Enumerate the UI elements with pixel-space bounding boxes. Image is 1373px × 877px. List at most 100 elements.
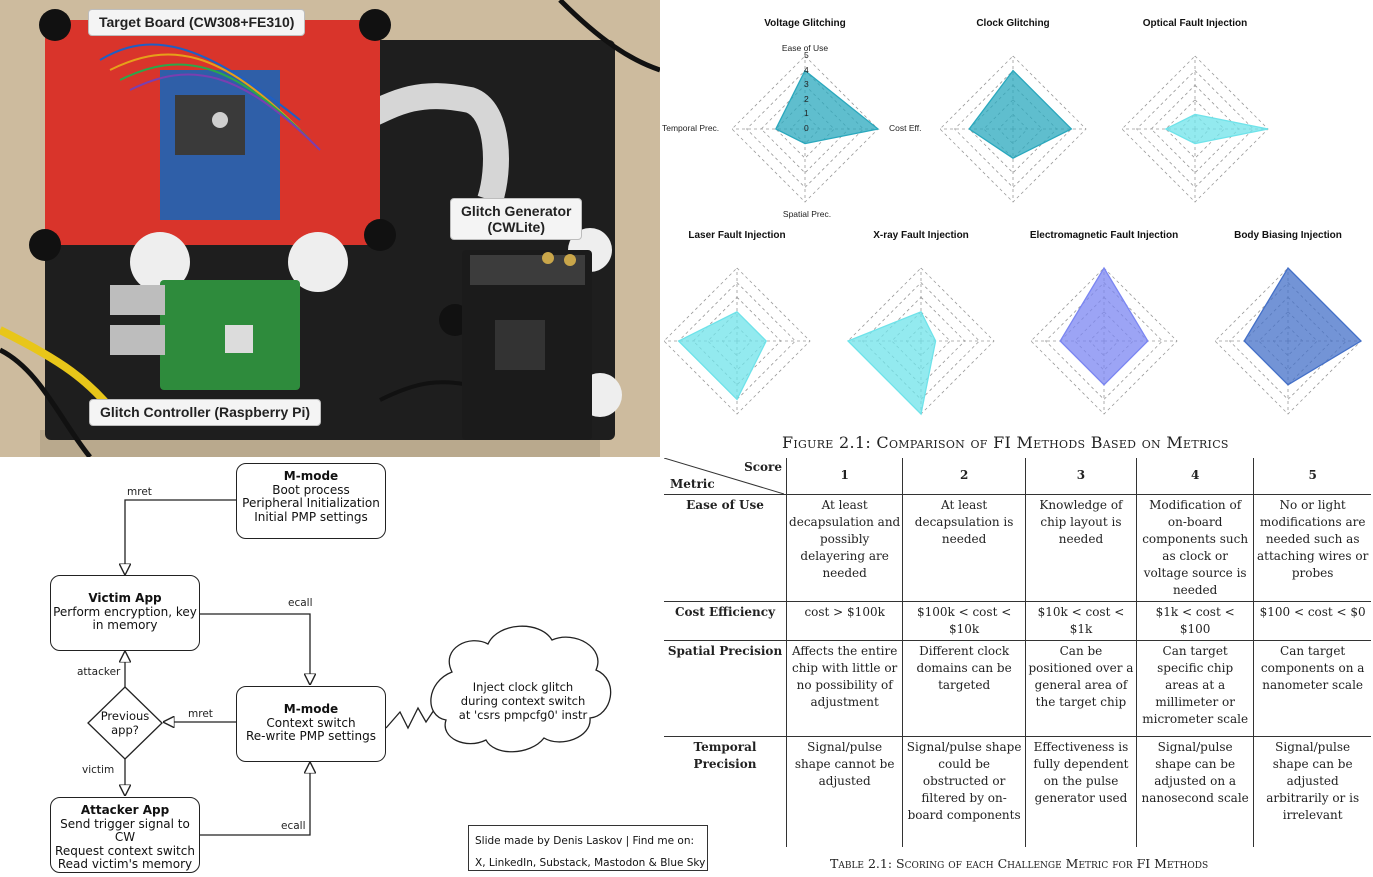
table-row: Ease of Use At least decapsulation and p…: [664, 493, 1371, 602]
decision-text: Previous app?: [88, 709, 162, 737]
hardware-setup-photo: Target Board (CW308+FE310) Glitch Genera…: [0, 0, 660, 457]
table-cell: Affects the entire chip with little or n…: [785, 639, 904, 737]
radar-tick-label: 0: [804, 123, 809, 133]
attacker-app-line: Send trigger signal to CW: [60, 816, 190, 844]
table-cell: Can target specific chip areas at a mill…: [1135, 639, 1255, 737]
table-cell: Signal/pulse shape cannot be adjusted: [785, 735, 904, 847]
table-score-header: 1: [785, 458, 904, 495]
glitch-generator-label-line1: Glitch Generator: [461, 203, 572, 219]
radar-data-polygon: [1243, 266, 1363, 386]
mmode-boot-line: Boot process: [272, 482, 350, 497]
table-cell: At least decapsulation is needed: [902, 493, 1026, 602]
scoring-table: Score Metric 1 2 3 4 5 Ease of Use At le…: [664, 458, 1371, 847]
glitch-cloud: [430, 625, 612, 753]
table-cell: Modification of on-board components such…: [1135, 493, 1255, 602]
table-caption: Table 2.1: Scoring of each Challenge Met…: [830, 856, 1209, 871]
ecall-arrow-bottom: [200, 763, 310, 836]
edge-label-victim: victim: [82, 764, 115, 776]
table-score-header: 3: [1024, 458, 1137, 495]
glitch-generator-label-line2: (CWLite): [487, 219, 545, 235]
mmode-boot-line: Peripheral Initialization: [242, 496, 380, 510]
edge-label-ecall-top: ecall: [288, 597, 313, 609]
attacker-app-title: Attacker App: [80, 803, 170, 817]
mmode-boot-title: M-mode: [283, 469, 339, 483]
edge-label-mret-mid: mret: [188, 708, 213, 720]
target-board-label: Target Board (CW308+FE310): [88, 9, 306, 36]
corner-metric-label: Metric: [670, 476, 715, 491]
radar-tick-label: 2: [804, 93, 809, 104]
table-cell: No or light modifications are needed suc…: [1253, 493, 1371, 602]
mmode-context-title: M-mode: [283, 702, 339, 716]
victim-app-line: in memory: [92, 618, 158, 632]
radar-data-polygon: [1164, 113, 1269, 145]
mmode-boot-box: M-mode Boot process Peripheral Initializ…: [236, 463, 386, 539]
table-cell: $100 < cost < $0: [1253, 600, 1371, 641]
table-score-header: 2: [902, 458, 1026, 495]
table-cell: Effectiveness is fully dependent on the …: [1024, 735, 1137, 847]
victim-app-title: Victim App: [88, 591, 162, 605]
table-row-metric: Temporal Precision: [664, 735, 787, 847]
table-row-metric: Cost Efficiency: [664, 600, 787, 641]
radar-chart: [939, 55, 1087, 203]
table-header-row: Score Metric 1 2 3 4 5: [664, 458, 1371, 495]
radar-grid-ring: [1136, 70, 1254, 188]
radar-data-polygon: [1059, 266, 1149, 386]
glitch-generator-label: Glitch Generator (CWLite): [450, 198, 583, 240]
radar-data-polygon: [846, 310, 937, 416]
table-cell: $10k < cost < $1k: [1024, 600, 1137, 641]
victim-app-box: Victim App Perform encryption, key in me…: [50, 575, 200, 651]
radar-grid-ring: [678, 282, 796, 400]
table-score-header: 4: [1135, 458, 1255, 495]
cloud-text: Inject clock glitch during context switc…: [448, 680, 598, 722]
table-cell: $100k < cost < $10k: [902, 600, 1026, 641]
radar-axis-label: Ease of Use: [781, 43, 829, 53]
table-cell: Can target components on a nanometer sca…: [1253, 639, 1371, 737]
table-cell: Can be positioned over a general area of…: [1024, 639, 1137, 737]
radar-axis-label: Cost Eff.: [889, 123, 922, 133]
table-score-header: 5: [1253, 458, 1371, 495]
decision-line: app?: [111, 723, 139, 737]
radar-grid-ring: [1150, 84, 1240, 174]
mret-arrow-top: [125, 499, 236, 574]
radar-chart: [1121, 55, 1269, 203]
radar-title: Laser Fault Injection: [688, 230, 786, 241]
table-cell: Different clock domains can be targeted: [902, 639, 1026, 737]
corner-diagonal: [664, 458, 784, 494]
radar-title: Optical Fault Injection: [1142, 18, 1248, 29]
edge-label-attacker: attacker: [77, 666, 121, 678]
cloud-line: during context switch: [460, 694, 586, 708]
radar-tick-label: 1: [804, 108, 809, 119]
radar-chart: [846, 267, 995, 416]
radar-title: Voltage Glitching: [764, 18, 846, 29]
radar-grid-ring: [862, 282, 980, 400]
attacker-app-line: Read victim's memory: [57, 857, 193, 871]
figure-caption: Figure 2.1: Comparison of FI Methods Bas…: [782, 433, 1229, 452]
attacker-app-line: Request context switch: [55, 843, 195, 858]
edge-label-ecall-bottom: ecall: [281, 820, 306, 832]
radar-grid-ring: [1045, 282, 1163, 400]
table-cell: $1k < cost < $100: [1135, 600, 1255, 641]
radar-tick-label: 4: [804, 64, 809, 75]
radar-title: Body Biasing Injection: [1234, 230, 1342, 241]
corner-score-label: Score: [744, 460, 782, 474]
table-cell: cost > $100k: [785, 600, 904, 641]
credit-line1: Slide made by Denis Laskov | Find me on:: [475, 835, 695, 847]
decision-diamond: [87, 686, 163, 760]
ecall-arrow-top: [200, 613, 310, 684]
table-row: Cost Efficiency cost > $100k $100k < cos…: [664, 600, 1371, 641]
radar-title: Clock Glitching: [976, 18, 1050, 29]
table-cell: Signal/pulse shape could be obstructed o…: [902, 735, 1026, 847]
table-cell: Signal/pulse shape can be adjusted arbit…: [1253, 735, 1371, 847]
lightning-bolt-icon: [385, 703, 439, 730]
decision-line: Previous: [100, 709, 150, 723]
cloud-line: at 'csrs pmpcfg0' instr: [458, 708, 588, 722]
radar-title: X-ray Fault Injection: [873, 230, 969, 241]
radar-axis-label: Temporal Prec.: [662, 123, 720, 133]
glitch-controller-label: Glitch Controller (Raspberry Pi): [89, 399, 322, 426]
table-corner-cell: Score Metric: [664, 458, 787, 495]
radar-axis-label: Spatial Prec.: [782, 209, 832, 219]
mmode-context-box: M-mode Context switch Re-write PMP setti…: [236, 686, 386, 762]
radar-grid-ring: [760, 84, 850, 174]
table-row: Temporal Precision Signal/pulse shape ca…: [664, 735, 1371, 847]
radar-chart: [731, 55, 880, 203]
